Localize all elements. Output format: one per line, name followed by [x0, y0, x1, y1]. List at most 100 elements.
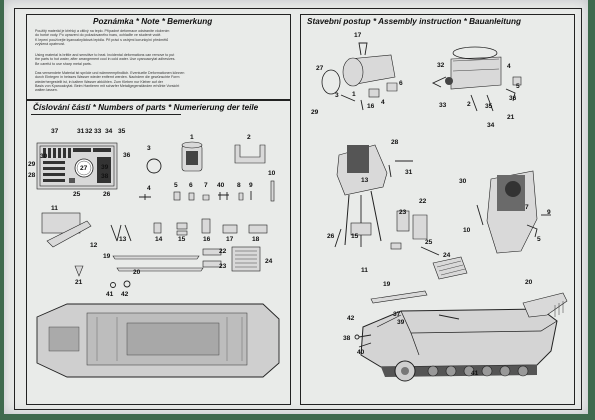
part-number: 26: [327, 233, 335, 240]
note-panel: Poznámka * Note * Bemerkung Použitý mate…: [26, 14, 291, 100]
part-number: 16: [367, 103, 375, 110]
part-number: 29: [28, 161, 36, 168]
note-line: Basis von Kyanoakrylat. Beim Hantieren m…: [35, 83, 180, 88]
part-number: 9: [249, 182, 253, 189]
step-2-turret-assembly: [431, 46, 522, 112]
note-line: durch Eintegen in heisses Wasser wieder …: [35, 75, 180, 80]
part-number: 35: [485, 103, 493, 110]
step-1-engine-assembly: [321, 42, 398, 111]
part-number: 25: [73, 191, 81, 198]
part-number: 1: [352, 91, 356, 98]
part-number: 33: [439, 102, 447, 109]
part-number: 15: [351, 233, 359, 240]
part-number: 19: [103, 253, 111, 260]
part-number: 24: [443, 252, 451, 259]
note-line: walten lassen.: [35, 88, 58, 93]
part-number: 31: [77, 128, 85, 135]
part-number: 4: [507, 63, 511, 70]
part-number: 42: [347, 315, 355, 322]
final-vehicle-drawing: [354, 308, 558, 382]
part-number: 36: [123, 152, 131, 159]
note-title: Poznámka * Note * Bemerkung: [93, 17, 213, 26]
part-number: 36: [509, 95, 517, 102]
part-41-drawing: [110, 282, 116, 288]
part-number: 3: [335, 92, 339, 99]
part-11-drawing: [41, 212, 81, 234]
part-number: 38: [343, 335, 351, 342]
note-line: Použitý materiál je křehký a citlivý na …: [35, 29, 170, 33]
part-42-drawing: [123, 280, 131, 288]
part-number: 30: [40, 153, 48, 160]
part-12-drawing: [46, 220, 92, 248]
assembly-title: Stavební postup * Assembly instruction *…: [307, 17, 521, 26]
part-number: 6: [189, 182, 193, 189]
parts-14-18: [153, 218, 268, 236]
part-number: 8: [237, 182, 241, 189]
note-line: Using material is brittle and sensitive …: [35, 53, 175, 57]
note-paragraph-cz: Použitý materiál je křehký a citlivý na …: [35, 29, 283, 46]
part-number: 35: [118, 128, 126, 135]
part-number: 16: [203, 236, 211, 243]
part-number: 34: [105, 128, 113, 135]
part-13-drawing: [110, 224, 132, 242]
part-number: 20: [525, 279, 533, 286]
part-number: 5: [537, 236, 541, 243]
parts-title: Číslování částí * Numbers of parts * Num…: [33, 103, 259, 112]
part-number: 17: [226, 236, 234, 243]
parts-panel: Číslování částí * Numbers of parts * Num…: [26, 100, 291, 405]
part-number: 32: [85, 128, 93, 135]
step-center-parts: [390, 210, 440, 256]
assembly-panel: Stavební postup * Assembly instruction *…: [300, 14, 575, 405]
grille-24-drawing: [432, 256, 468, 280]
part-number: 19: [383, 281, 391, 288]
part-number: 21: [75, 279, 83, 286]
part-number: 17: [354, 32, 362, 39]
part-number: 28: [391, 139, 399, 146]
part-number: 34: [487, 122, 495, 129]
part-1-drawing: [181, 141, 203, 172]
plate-20-drawing: [522, 292, 568, 318]
part-number: 5: [174, 182, 178, 189]
note-line: wiederhergestellt ist, in kaltem Wasser …: [35, 79, 163, 84]
part-number: 9: [547, 209, 551, 216]
part-number: 7: [204, 182, 208, 189]
photoetch-fret: [36, 142, 118, 190]
part-22-drawing: [202, 248, 222, 256]
part-number: 12: [90, 242, 98, 249]
part-number: 13: [119, 236, 127, 243]
part-number: 23: [219, 263, 227, 270]
part-20-drawing: [116, 267, 204, 272]
part-number: 21: [507, 114, 515, 121]
part-number: 26: [103, 191, 111, 198]
note-paragraph-de: Das verwendete Material ist spröde und w…: [35, 71, 283, 92]
part-number: 37: [393, 311, 401, 318]
plate-19-drawing: [370, 290, 428, 304]
part-number: 32: [437, 62, 445, 69]
part-number: 33: [94, 128, 102, 135]
part-number: 4: [147, 185, 151, 192]
part-number: 3: [147, 145, 151, 152]
title-underline: [31, 114, 181, 115]
part-number: 22: [419, 198, 427, 205]
assembly-drawing: [321, 42, 568, 382]
part-number: 22: [219, 248, 227, 255]
note-line: K lepení používejte kyanoakrylátová lepi…: [35, 37, 169, 42]
step-4-hull-assembly: [476, 170, 551, 254]
note-line: do horké vody. Po upravení do požadované…: [35, 33, 162, 38]
part-number: 18: [252, 236, 260, 243]
part-number: 39: [101, 164, 109, 171]
note-line: zvýšená opatrnost.: [35, 41, 66, 46]
note-line: Be careful to use sharp metal parts.: [35, 61, 92, 66]
note-line: the parts to hot water, after arrangemen…: [35, 57, 176, 62]
parts-drawing: [36, 141, 280, 378]
part-number: 42: [121, 291, 129, 298]
part-number: 2: [247, 134, 251, 141]
part-number: 27: [316, 65, 324, 72]
part-number: 5: [516, 83, 520, 90]
part-24-drawing: [231, 246, 261, 272]
part-number: 20: [133, 269, 141, 276]
part-21-drawing: [74, 265, 84, 277]
part-number: 13: [361, 177, 369, 184]
part-number: 1: [190, 134, 194, 141]
sheet-border: [14, 8, 582, 410]
